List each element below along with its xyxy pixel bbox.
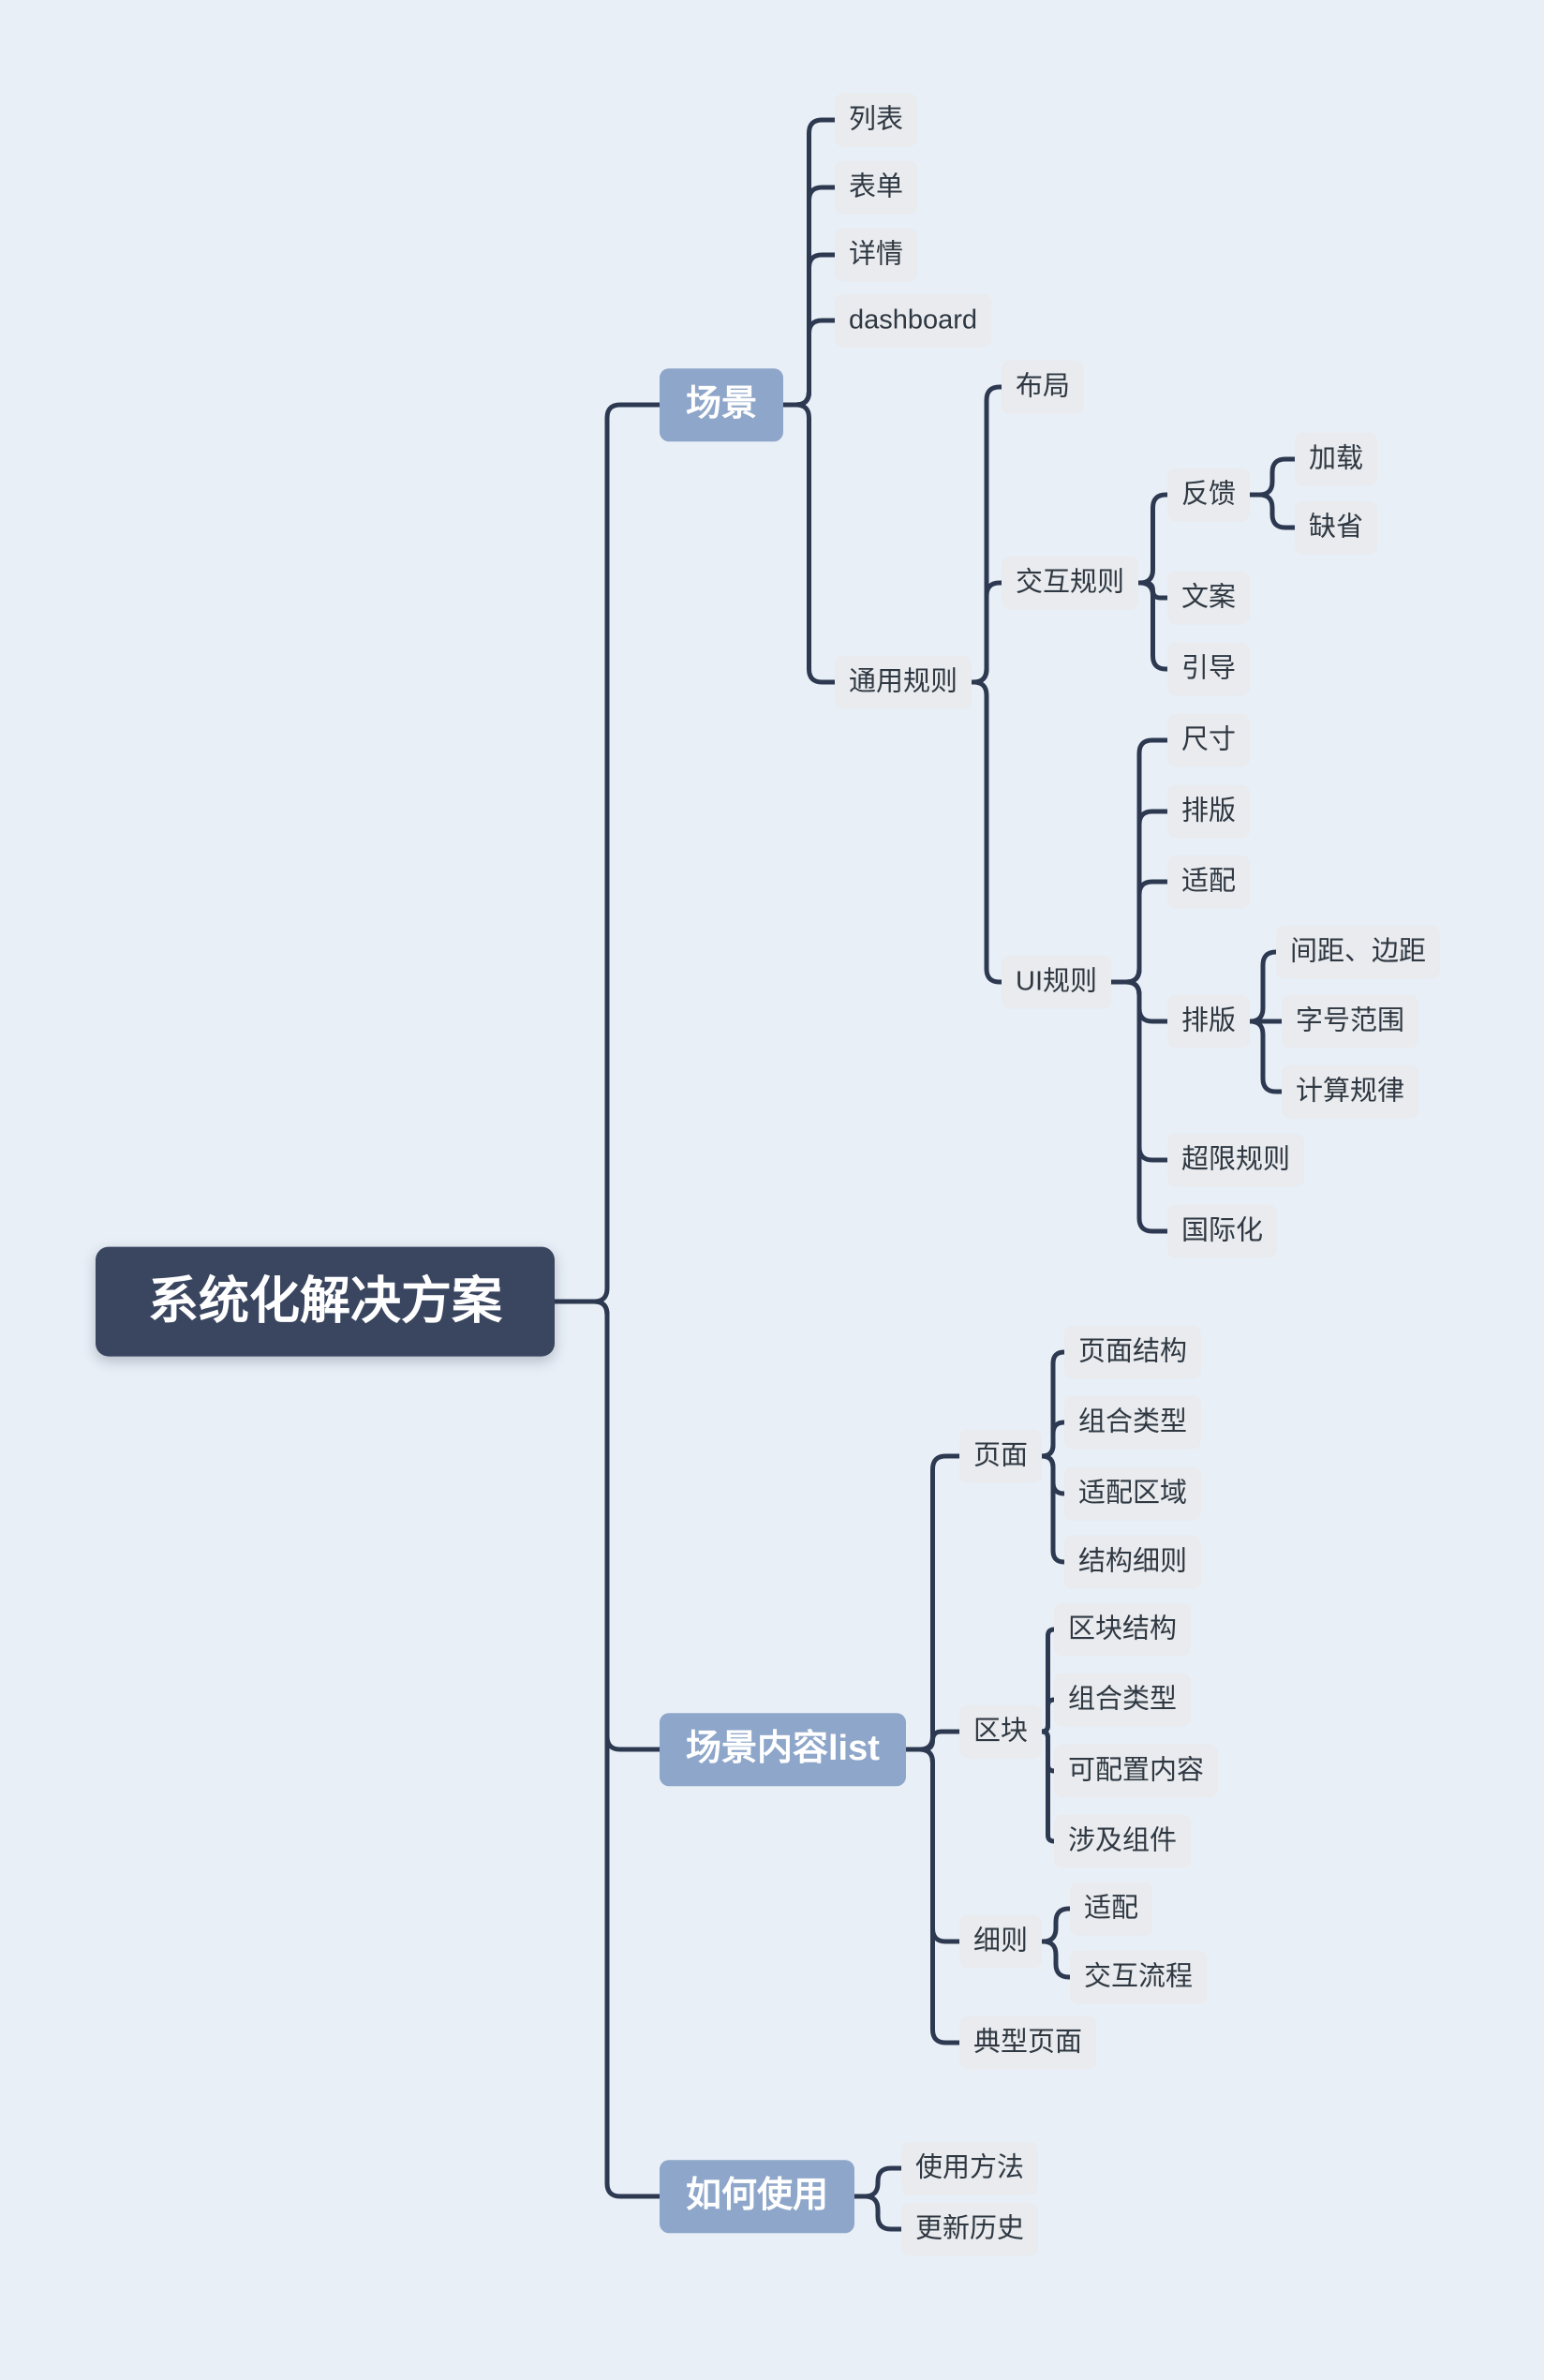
node-typography-2[interactable]: 排版	[1167, 994, 1251, 1049]
connector-line	[1108, 979, 1170, 1234]
node-usage-method[interactable]: 使用方法	[901, 2141, 1039, 2195]
node-font-size-range[interactable]: 字号范围	[1282, 994, 1419, 1049]
node-spacing-margins[interactable]: 间距、边距	[1276, 925, 1441, 979]
node-details[interactable]: 细则	[959, 1914, 1043, 1969]
node-combination-type-page[interactable]: 组合类型	[1064, 1395, 1202, 1450]
connector-line	[552, 1299, 662, 2199]
node-adaptation-area[interactable]: 适配区域	[1064, 1466, 1202, 1521]
connector-line	[1039, 1939, 1073, 1980]
node-interaction-flow[interactable]: 交互流程	[1070, 1950, 1208, 2004]
node-guidance[interactable]: 引导	[1167, 642, 1251, 696]
node-block[interactable]: 区块	[959, 1704, 1043, 1759]
connector-line	[780, 318, 838, 408]
node-combination-type-block[interactable]: 组合类型	[1054, 1673, 1192, 1727]
node-structure-details[interactable]: 结构细则	[1064, 1535, 1202, 1589]
node-configurable-content[interactable]: 可配置内容	[1054, 1744, 1219, 1798]
connector-line	[903, 1453, 962, 1752]
connector-line	[1247, 492, 1298, 530]
node-adaptation-1[interactable]: 适配	[1167, 855, 1251, 909]
node-default-state[interactable]: 缺省	[1295, 500, 1378, 555]
connector-line	[780, 402, 838, 685]
connector-line	[969, 679, 1004, 985]
node-page[interactable]: 页面	[959, 1429, 1043, 1483]
connector-line	[1247, 456, 1298, 498]
connector-line	[1247, 949, 1279, 1024]
connector-line	[1039, 1906, 1073, 1944]
connector-line	[552, 402, 662, 1304]
connector-line	[1039, 1697, 1057, 1734]
connector-line	[1136, 492, 1170, 586]
node-block-structure[interactable]: 区块结构	[1054, 1602, 1192, 1657]
connector-line	[903, 1729, 962, 1752]
node-typography-1[interactable]: 排版	[1167, 784, 1251, 839]
node-dashboard[interactable]: dashboard	[835, 293, 992, 348]
connector-line	[1247, 1019, 1284, 1094]
node-copywriting[interactable]: 文案	[1167, 571, 1251, 625]
node-interaction-rules[interactable]: 交互规则	[1002, 556, 1139, 610]
node-adaptation-2[interactable]: 适配	[1070, 1882, 1153, 1936]
node-loading[interactable]: 加载	[1295, 432, 1378, 486]
node-general-rules[interactable]: 通用规则	[835, 655, 972, 709]
node-how-to-use[interactable]: 如何使用	[660, 2160, 855, 2233]
node-page-structure[interactable]: 页面结构	[1064, 1325, 1202, 1379]
connector-line	[1039, 1420, 1067, 1459]
node-form[interactable]: 表单	[835, 160, 918, 215]
connector-line	[1136, 580, 1170, 672]
node-list[interactable]: 列表	[835, 93, 918, 147]
node-calculation-rules[interactable]: 计算规律	[1282, 1064, 1419, 1119]
node-ui-rules[interactable]: UI规则	[1002, 955, 1112, 1009]
node-overflow-rules[interactable]: 超限规则	[1167, 1133, 1305, 1187]
connector-line	[1108, 879, 1170, 985]
node-scene[interactable]: 场景	[660, 368, 784, 441]
node-scene-content-list[interactable]: 场景内容list	[660, 1713, 906, 1786]
node-i18n[interactable]: 国际化	[1167, 1204, 1278, 1258]
node-involved-components[interactable]: 涉及组件	[1054, 1814, 1192, 1868]
connector-line	[852, 2194, 904, 2232]
node-typical-pages[interactable]: 典型页面	[959, 2016, 1097, 2070]
node-detail[interactable]: 详情	[835, 228, 918, 282]
connector-line	[852, 2165, 904, 2199]
node-layout[interactable]: 布局	[1002, 360, 1085, 414]
node-update-history[interactable]: 更新历史	[901, 2202, 1039, 2256]
node-feedback[interactable]: 反馈	[1167, 468, 1251, 522]
node-size[interactable]: 尺寸	[1167, 713, 1251, 767]
connector-line	[1039, 1729, 1057, 1844]
connector-line	[969, 580, 1004, 685]
connector-line	[903, 1747, 962, 2045]
connector-line	[1039, 1453, 1067, 1565]
node-root[interactable]: 系统化解决方案	[96, 1246, 555, 1357]
